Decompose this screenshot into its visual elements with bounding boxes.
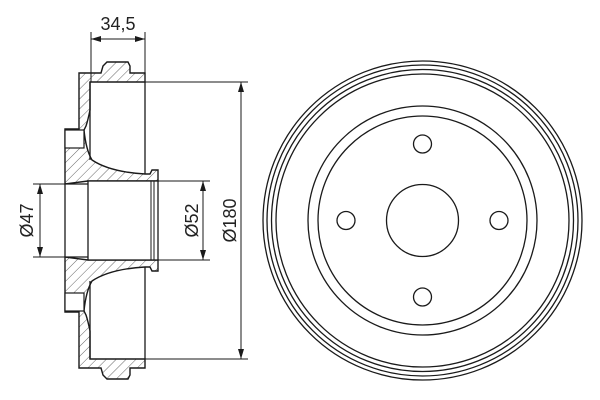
bolt-hole-section-top [64, 129, 85, 149]
dimension-centering-label: Ø52 [182, 203, 202, 237]
drum-outer-circle-4 [275, 73, 570, 368]
section-view: 34,5 Ø47 Ø52 Ø180 [17, 14, 248, 380]
bolt-hole-bottom [412, 287, 433, 307]
hub-counterbore [87, 180, 159, 261]
center-bore-circle [385, 183, 460, 258]
dimension-drum-label: Ø180 [220, 198, 240, 242]
dimension-width: 34,5 [90, 14, 146, 82]
flange-circle-inner [317, 115, 528, 326]
dimension-width-label: 34,5 [100, 14, 135, 34]
dimension-hub-bore-label: Ø47 [17, 203, 37, 237]
flange-circle-outer [307, 105, 538, 336]
dimension-drum: Ø180 [145, 81, 248, 360]
bolt-hole-top [412, 134, 433, 154]
front-view [262, 60, 583, 381]
bolt-hole-section-bottom [64, 292, 85, 312]
section-bottom-wall [64, 256, 159, 380]
dimension-centering: Ø52 [158, 180, 210, 261]
section-top-wall [64, 61, 159, 185]
drum-outer-circle-3 [270, 68, 575, 373]
drum-outer-circle-1 [262, 60, 583, 381]
dimension-hub-bore: Ø47 [17, 183, 65, 258]
drum-outer-circle-2 [266, 64, 579, 377]
bolt-hole-left [336, 210, 356, 231]
bolt-hole-right [489, 210, 509, 231]
